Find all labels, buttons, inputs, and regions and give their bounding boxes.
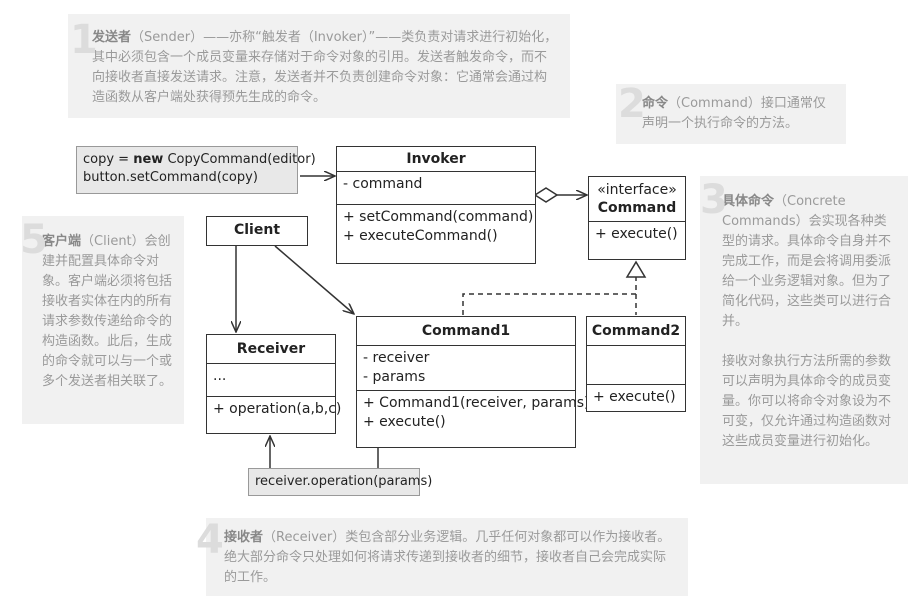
class-fields-empty (587, 346, 685, 385)
code-note-client: copy = new CopyCommand(editor) button.se… (76, 146, 316, 194)
note-client: 5 客户端（Client）会创建并配置具体命令对象。客户端必须将包括接收者实体在… (20, 216, 184, 424)
note-title: 接收者 (224, 530, 264, 545)
note-number: 3 (700, 177, 728, 223)
class-methods: + setCommand(command) + executeCommand() (337, 205, 535, 249)
note-title: 命令 (642, 96, 669, 111)
arrow-client-to-command1 (274, 245, 354, 314)
note-text-2: 接收对象执行方法所需的参数可以声明为具体命令的成员变量。你可以将命令对象设为不可… (722, 354, 892, 449)
class-command1[interactable]: Command1 - receiver - params + Command1(… (356, 316, 590, 448)
realization-line (462, 277, 637, 315)
method: + setCommand(command) (343, 209, 534, 225)
code-line: receiver.operation(params) (255, 474, 433, 489)
note-sender: 1 发送者（Sender）——亦称“触发者（Invoker）”——类负责对请求进… (68, 14, 570, 118)
note-text: （Receiver）类包含部分业务逻辑。几乎任何对象都可以作为接收者。绝大部分命… (224, 530, 671, 585)
code-line-2: button.setCommand(copy) (83, 170, 258, 185)
class-command-interface[interactable]: «interface» Command + execute() (588, 176, 686, 260)
note-receiver: 4 接收者（Receiver）类包含部分业务逻辑。几乎任何对象都可以作为接收者。… (196, 518, 688, 596)
method: + execute() (363, 414, 446, 430)
class-name: Client (233, 222, 281, 238)
class-name: Invoker (337, 147, 535, 172)
class-field: - command (337, 172, 535, 205)
class-name: Receiver (207, 335, 335, 364)
aggregation-diamond (533, 187, 559, 203)
note-title: 具体命令 (722, 194, 775, 209)
note-text: （Concrete Commands）会实现各种类型的请求。具体命令自身并不完成… (722, 194, 892, 329)
method: + operation(a,b,c) (213, 401, 342, 417)
class-field: ... (207, 364, 335, 397)
note-title: 发送者 (92, 30, 132, 45)
note-number: 4 (196, 517, 224, 563)
stereotype: «interface» (597, 182, 677, 198)
note-text: （Command）接口通常仅声明一个执行命令的方法。 (642, 96, 826, 131)
note-text: （Sender）——亦称“触发者（Invoker）”——类负责对请求进行初始化，… (92, 30, 558, 105)
note-command: 2 命令（Command）接口通常仅声明一个执行命令的方法。 (616, 84, 846, 144)
method: + execute() (595, 226, 678, 242)
class-name: Command2 (587, 317, 685, 346)
note-number: 2 (618, 81, 646, 127)
class-name: «interface» Command (589, 177, 685, 222)
method: + executeCommand() (343, 228, 498, 244)
class-methods: + Command1(receiver, params) + execute() (357, 391, 590, 435)
field: - receiver (363, 350, 430, 366)
code-note-receiver: receiver.operation(params) (248, 468, 433, 496)
note-text: （Client）会创建并配置具体命令对象。客户端必须将包括接收者实体在内的所有请… (42, 234, 173, 389)
realization-triangle (625, 260, 647, 278)
note-number: 1 (70, 17, 98, 63)
note-number: 5 (20, 217, 48, 263)
class-receiver[interactable]: Receiver ... + operation(a,b,c) (206, 334, 342, 434)
note-title: 客户端 (42, 234, 82, 249)
code-line-1: copy = new CopyCommand(editor) (83, 152, 316, 167)
class-fields: - receiver - params (357, 346, 575, 391)
class-title: Command (597, 200, 677, 216)
class-invoker[interactable]: Invoker - command + setCommand(command) … (336, 146, 536, 264)
class-name: Command1 (357, 317, 575, 346)
field: - params (363, 369, 426, 385)
method: + execute() (593, 389, 676, 405)
note-concrete-commands: 3 具体命令（Concrete Commands）会实现各种类型的请求。具体命令… (700, 176, 908, 484)
class-command2[interactable]: Command2 + execute() (586, 316, 686, 412)
class-client[interactable]: Client (206, 216, 308, 246)
method: + Command1(receiver, params) (363, 395, 590, 411)
